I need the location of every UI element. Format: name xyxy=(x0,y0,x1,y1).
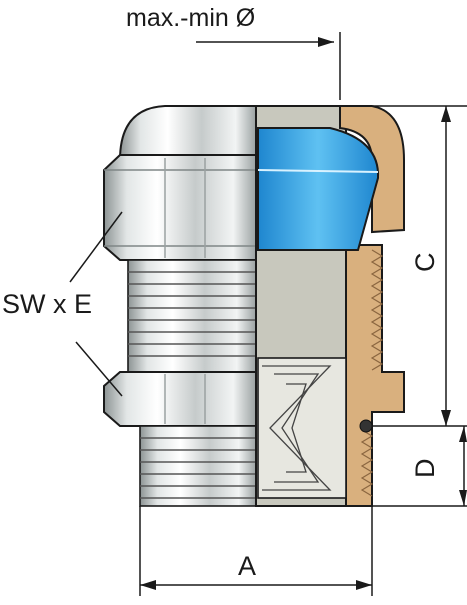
diameter-label: max.-min Ø xyxy=(126,4,256,32)
dimension-d-label: D xyxy=(410,458,440,479)
blue-seal xyxy=(257,127,380,251)
clamp-insert xyxy=(257,357,347,499)
wrench-size-label: SW x E xyxy=(2,289,93,319)
dimension-a-label: A xyxy=(238,551,257,581)
lower-thread xyxy=(139,425,257,507)
upper-thread xyxy=(127,259,257,373)
o-ring xyxy=(359,419,373,433)
brass-body xyxy=(345,244,405,507)
dome-cap xyxy=(118,105,257,161)
dimension-c-label: C xyxy=(410,252,440,273)
lower-hex-nut xyxy=(103,371,257,427)
